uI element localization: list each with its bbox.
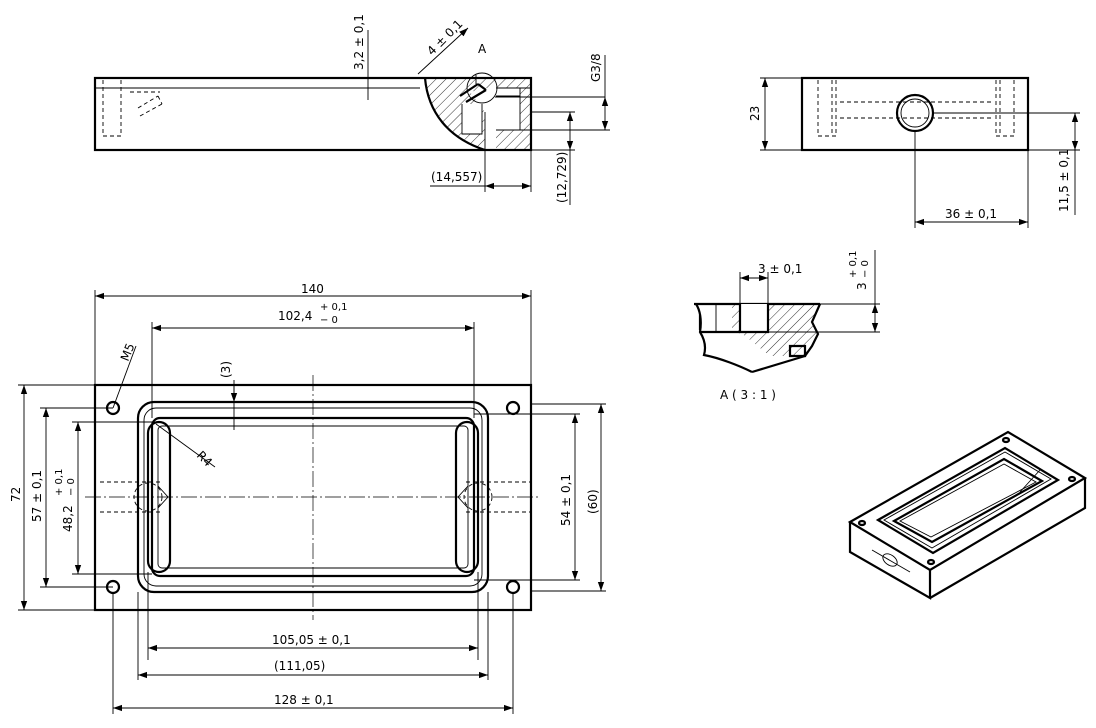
dim-3-paren: (3) (219, 361, 233, 378)
dim-14-557: (14,557) (431, 170, 482, 184)
dim-36: 36 ± 0,1 (945, 207, 997, 221)
dim-48-2: 48,2 (61, 505, 75, 532)
dim-48-2-tol-minus: − 0 (66, 478, 77, 496)
dim-102-4-tol-minus: − 0 (320, 315, 338, 326)
dim-72: 72 (9, 487, 23, 502)
dim-3-2: 3,2 ± 0,1 (352, 14, 366, 70)
dim-57: 57 ± 0,1 (30, 470, 44, 522)
dim-3-tol-plus: + 0,1 (848, 251, 859, 278)
dim-3-vertical: 3 (855, 282, 869, 290)
dim-11-5: 11,5 ± 0,1 (1057, 149, 1071, 213)
side-view: 23 11,5 ± 0,1 36 ± 0,1 (748, 76, 1080, 228)
thread-g3-8: G3/8 (589, 53, 603, 82)
dim-23: 23 (748, 106, 762, 121)
detail-ref-a: A (478, 42, 487, 56)
front-view: 140 102,4 + 0,1 − 0 (3) M5 R4 72 57 ± 0,… (9, 282, 606, 714)
dim-3-tol-minus: − 0 (860, 260, 871, 278)
dim-128: 128 ± 0,1 (274, 693, 334, 707)
top-section-view: 3,2 ± 0,1 4 ± 0,1 A G3/8 (14,557) (12,72… (93, 14, 610, 205)
dim-48-2-tol-plus: + 0,1 (54, 469, 65, 496)
dim-111-05: (111,05) (274, 659, 325, 673)
dim-102-4-tol-plus: + 0,1 (320, 302, 347, 313)
thread-m5: M5 (118, 341, 138, 363)
dim-54: 54 ± 0,1 (559, 474, 573, 526)
dim-140: 140 (301, 282, 324, 296)
radius-r4: R4 (194, 448, 215, 469)
dim-12-729: (12,729) (555, 152, 569, 203)
dim-102-4: 102,4 (278, 309, 312, 323)
dim-60: (60) (586, 489, 600, 514)
detail-a-view: 3 ± 0,1 3 + 0,1 − 0 A ( 3 : 1 ) (694, 250, 880, 402)
dim-3: 3 ± 0,1 (758, 262, 802, 276)
isometric-view (847, 430, 1088, 600)
dim-105-05: 105,05 ± 0,1 (272, 633, 351, 647)
dim-4: 4 ± 0,1 (424, 17, 465, 58)
detail-caption: A ( 3 : 1 ) (720, 388, 776, 402)
